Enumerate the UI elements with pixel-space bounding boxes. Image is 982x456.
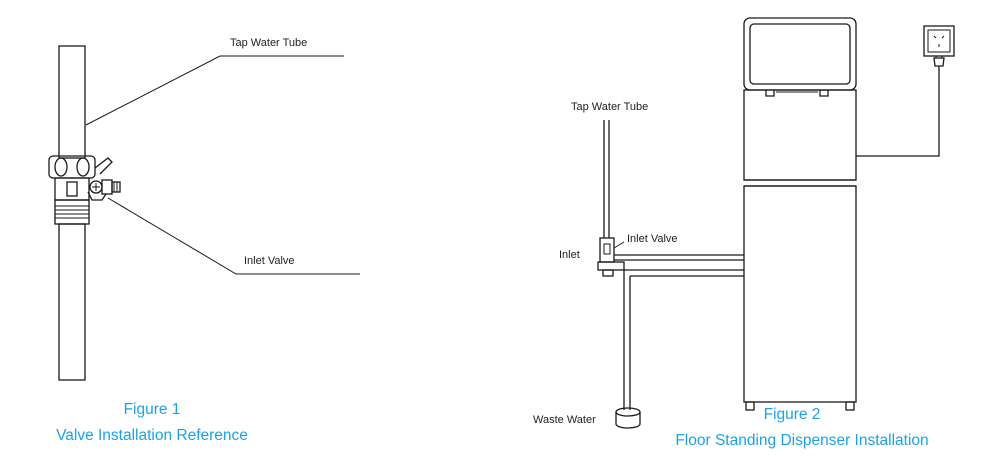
supply-line [614, 254, 744, 261]
pipe-upper [58, 45, 86, 159]
fig2-inlet-valve [597, 237, 625, 277]
figure-2-number: Figure 2 [764, 406, 821, 423]
waste-line [623, 269, 744, 410]
power-cord [856, 66, 940, 157]
figure-2-title: Floor Standing Dispenser Installation [675, 432, 928, 449]
leader-tap-water-tube [85, 55, 344, 126]
leader-inlet-valve [107, 197, 360, 275]
inlet-valve-body [87, 157, 121, 201]
waste-water-container [615, 407, 641, 429]
threaded-section [54, 199, 90, 225]
figure-2-diagram: Tap Water Tube Inlet Valve Inlet Waste W… [533, 17, 955, 449]
label-tap-water-tube: Tap Water Tube [230, 37, 307, 49]
dispenser-upper-unit [743, 17, 857, 97]
dispenser-body [743, 89, 857, 411]
fig2-label-waste-water: Waste Water [533, 414, 596, 426]
label-inlet-valve: Inlet Valve [244, 255, 295, 267]
power-socket [923, 25, 955, 67]
fig2-label-inlet: Inlet [559, 249, 580, 261]
figure-1-diagram: Tap Water Tube Inlet Valve Figure 1 Valv… [48, 37, 360, 444]
figure-1-title: Valve Installation Reference [56, 427, 248, 444]
tap-water-tube [603, 120, 610, 238]
figure-1-number: Figure 1 [124, 401, 181, 418]
pipe-lower [58, 223, 86, 381]
fig2-label-tap-water-tube: Tap Water Tube [571, 101, 648, 113]
fig2-label-inlet-valve: Inlet Valve [627, 233, 678, 245]
